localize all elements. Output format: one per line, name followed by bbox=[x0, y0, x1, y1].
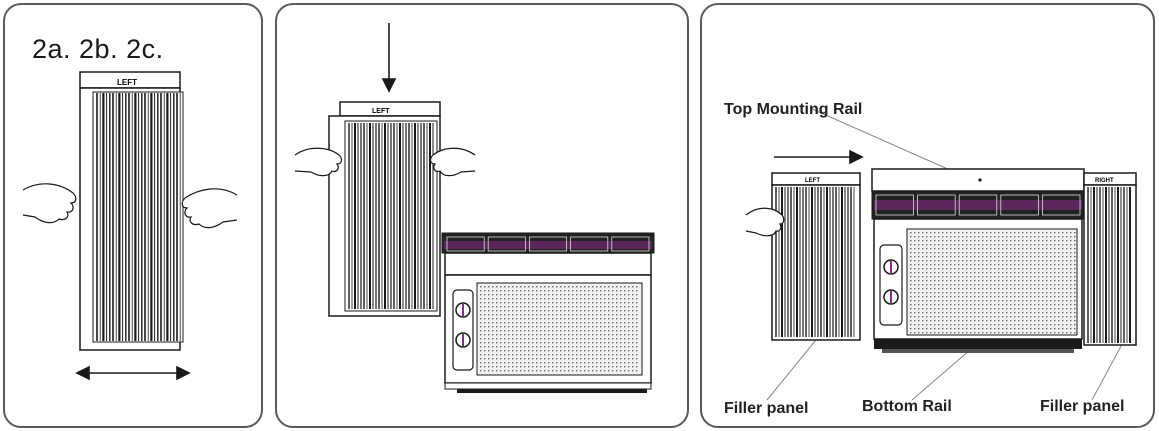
filler-tag-right: RIGHT bbox=[1095, 178, 1114, 184]
filler-tag-left: LEFT bbox=[117, 78, 137, 87]
ac-unit bbox=[441, 232, 655, 393]
installed-unit-illustration: LEFT RIGHT bbox=[745, 108, 1137, 401]
hand-icon bbox=[294, 147, 476, 177]
step-panel-3: LEFT RIGHT Top Mounting Rail Filler pane… bbox=[700, 3, 1155, 428]
callout-top-mounting-rail: Top Mounting Rail bbox=[724, 101, 863, 118]
filler-panel-illustration: LEFT bbox=[22, 71, 238, 381]
down-arrow-icon bbox=[381, 23, 397, 93]
double-arrow-icon bbox=[75, 365, 191, 381]
callout-filler-panel-left: Filler panel bbox=[724, 400, 809, 417]
hand-icon bbox=[22, 183, 238, 229]
step-panel-1: 2a. 2b. 2c. LEFT bbox=[3, 3, 263, 428]
step-panel-2: LEFT bbox=[275, 3, 689, 428]
callout-bottom-rail: Bottom Rail bbox=[862, 398, 952, 415]
filler-tag-left: LEFT bbox=[372, 108, 390, 115]
right-arrow-icon bbox=[774, 149, 864, 165]
callout-filler-panel-right: Filler panel bbox=[1040, 398, 1125, 415]
insert-panel-illustration: LEFT bbox=[294, 23, 655, 393]
filler-tag-left: LEFT bbox=[805, 178, 820, 184]
hand-icon bbox=[745, 207, 785, 237]
step-title: 2a. 2b. 2c. bbox=[32, 34, 164, 64]
